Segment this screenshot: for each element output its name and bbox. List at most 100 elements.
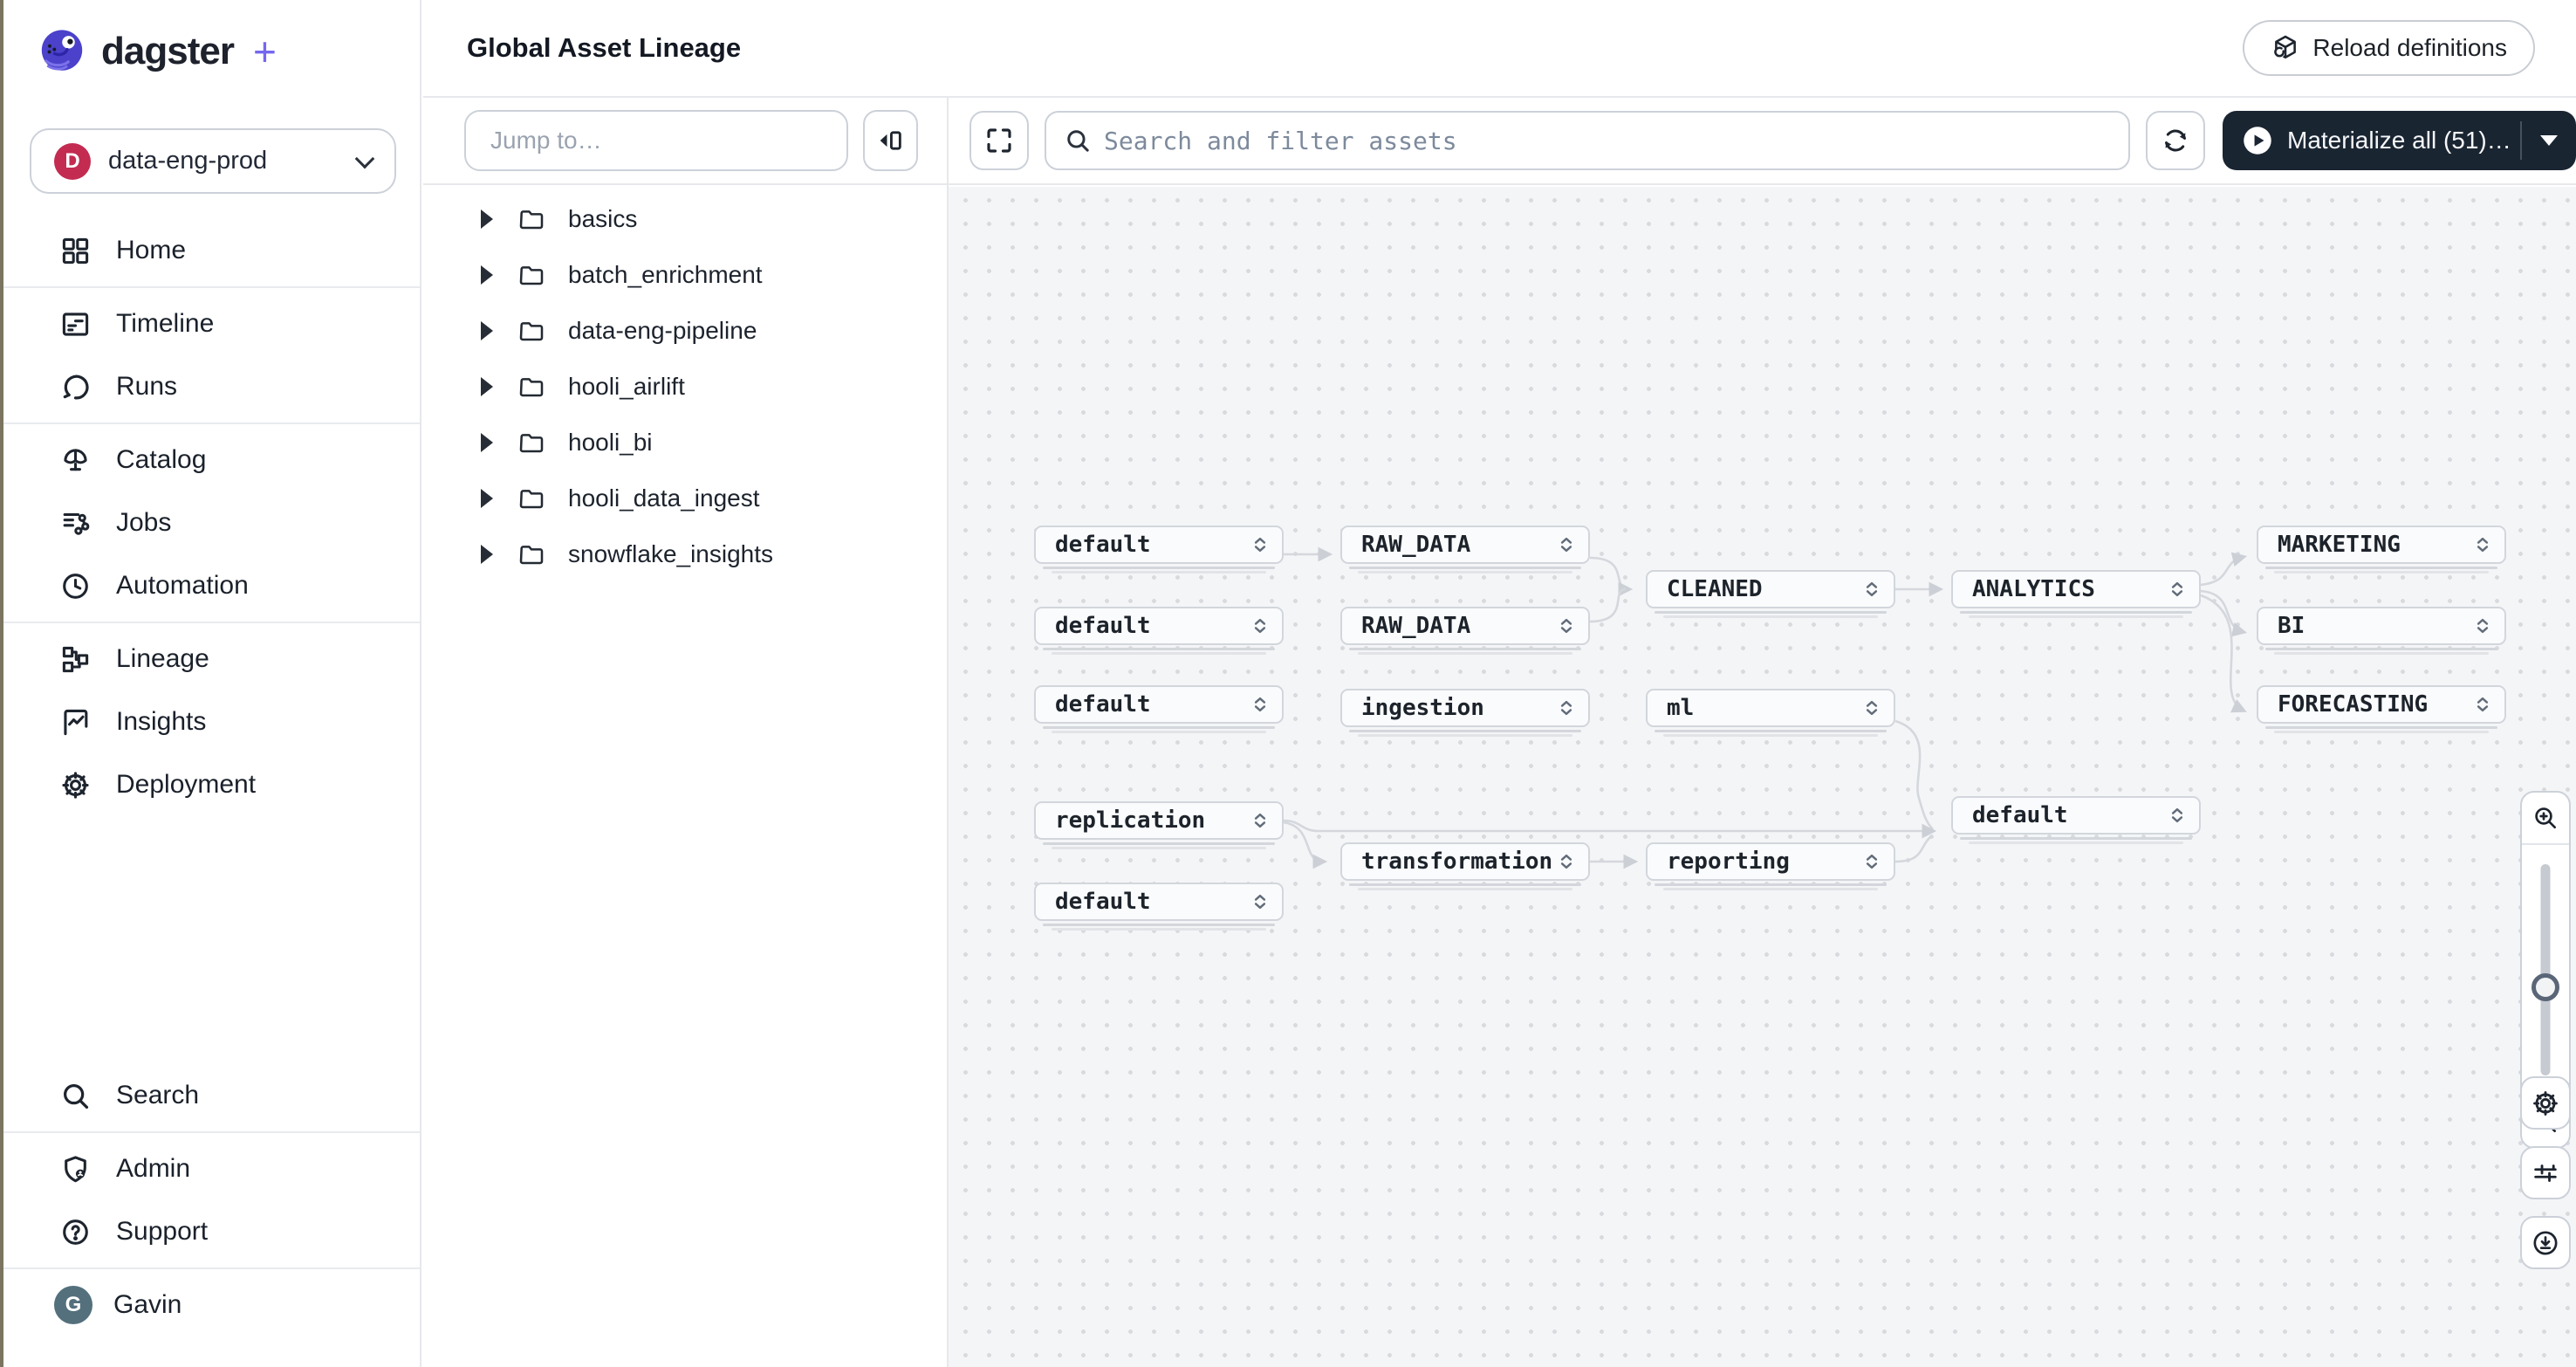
refresh-button[interactable] bbox=[2146, 111, 2205, 170]
asset-node-label: BI bbox=[2278, 613, 2305, 639]
unfold-icon[interactable] bbox=[1862, 850, 1881, 873]
gear-icon bbox=[2533, 1090, 2558, 1116]
unfold-icon[interactable] bbox=[1862, 578, 1881, 601]
unfold-icon[interactable] bbox=[1557, 697, 1576, 719]
asset-node-label: RAW_DATA bbox=[1361, 532, 1471, 558]
unfold-icon[interactable] bbox=[1250, 890, 1270, 913]
sidebar-item-jobs[interactable]: Jobs bbox=[0, 491, 420, 554]
asset-node-raw-data-1[interactable]: RAW_DATA bbox=[1340, 526, 1590, 574]
timeline-icon bbox=[62, 312, 89, 336]
asset-node-default-5[interactable]: default bbox=[1034, 883, 1284, 931]
sidebar-item-catalog[interactable]: Catalog bbox=[0, 429, 420, 491]
collapse-panel-button[interactable] bbox=[862, 110, 918, 171]
folder-label: data-eng-pipeline bbox=[568, 317, 757, 344]
asset-node-transformation[interactable]: transformation bbox=[1340, 842, 1590, 890]
asset-node-reporting[interactable]: reporting bbox=[1646, 842, 1895, 890]
asset-node-forecasting[interactable]: FORECASTING bbox=[2257, 685, 2506, 733]
materialize-options-button[interactable] bbox=[2520, 121, 2576, 160]
tree-item-data-eng-pipeline[interactable]: data-eng-pipeline bbox=[423, 303, 947, 359]
deployment-switcher[interactable]: D data-eng-prod bbox=[30, 128, 396, 194]
unfold-icon[interactable] bbox=[2168, 578, 2187, 601]
sidebar-item-admin[interactable]: Admin bbox=[0, 1137, 420, 1200]
unfold-icon[interactable] bbox=[2473, 533, 2492, 556]
sidebar-item-deployment[interactable]: Deployment bbox=[0, 753, 420, 816]
tree-item-hooli-bi[interactable]: hooli_bi bbox=[423, 415, 947, 471]
unfold-icon[interactable] bbox=[2168, 804, 2187, 827]
window-edge bbox=[0, 0, 3, 1367]
tree-item-hooli-airlift[interactable]: hooli_airlift bbox=[423, 359, 947, 415]
dagster-logo[interactable]: dagster + bbox=[37, 26, 277, 77]
shield-user-icon bbox=[65, 1155, 86, 1182]
caret-right-icon[interactable] bbox=[481, 321, 493, 340]
asset-node-default-3[interactable]: default bbox=[1034, 685, 1284, 733]
asset-node-bi[interactable]: BI bbox=[2257, 607, 2506, 655]
tree-item-hooli-data-ingest[interactable]: hooli_data_ingest bbox=[423, 471, 947, 526]
zoom-slider[interactable] bbox=[2522, 845, 2569, 1095]
fit-view-button[interactable] bbox=[969, 111, 1029, 170]
sidebar-item-automation[interactable]: Automation bbox=[0, 554, 420, 617]
divider bbox=[0, 1267, 420, 1269]
sidebar-item-lineage[interactable]: Lineage bbox=[0, 628, 420, 690]
unfold-icon[interactable] bbox=[1557, 850, 1576, 873]
sidebar-item-label: Runs bbox=[116, 372, 178, 401]
home-icon bbox=[62, 237, 89, 264]
asset-node-default-4[interactable]: default bbox=[1951, 796, 2201, 844]
sidebar-item-label: Support bbox=[116, 1217, 209, 1246]
asset-node-cleaned[interactable]: CLEANED bbox=[1646, 570, 1895, 618]
unfold-icon[interactable] bbox=[1250, 693, 1270, 716]
asset-search-box[interactable] bbox=[1045, 111, 2130, 170]
folder-label: batch_enrichment bbox=[568, 261, 763, 288]
unfold-icon[interactable] bbox=[1250, 809, 1270, 832]
caret-right-icon[interactable] bbox=[481, 265, 493, 285]
zoom-slider-track[interactable] bbox=[2540, 864, 2551, 1075]
download-button[interactable] bbox=[2520, 1216, 2571, 1269]
folder-icon bbox=[519, 434, 544, 453]
caret-right-icon[interactable] bbox=[481, 489, 493, 508]
unfold-icon[interactable] bbox=[1862, 697, 1881, 719]
unfold-icon[interactable] bbox=[1250, 533, 1270, 556]
materialize-all-button[interactable]: Materialize all (51)… bbox=[2223, 111, 2576, 170]
asset-node-default-1[interactable]: default bbox=[1034, 526, 1284, 574]
lineage-graph-canvas[interactable]: default RAW_DATA MARKETING CLEANED ANALY… bbox=[949, 187, 2576, 1367]
graph-settings-button[interactable] bbox=[2520, 1076, 2571, 1130]
asset-node-raw-data-2[interactable]: RAW_DATA bbox=[1340, 607, 1590, 655]
user-menu[interactable]: G Gavin bbox=[0, 1274, 420, 1336]
unfold-icon[interactable] bbox=[1557, 533, 1576, 556]
caret-right-icon[interactable] bbox=[481, 433, 493, 452]
plus-badge: + bbox=[252, 29, 277, 74]
asset-node-default-2[interactable]: default bbox=[1034, 607, 1284, 655]
jump-to-input[interactable] bbox=[464, 110, 848, 171]
reload-definitions-button[interactable]: Reload definitions bbox=[2243, 20, 2535, 76]
folder-icon bbox=[519, 266, 544, 285]
unfold-icon[interactable] bbox=[2473, 615, 2492, 637]
caret-right-icon[interactable] bbox=[481, 545, 493, 564]
folder-icon bbox=[519, 378, 544, 397]
sidebar-item-home[interactable]: Home bbox=[0, 219, 420, 282]
sidebar-item-runs[interactable]: Runs bbox=[0, 355, 420, 418]
caret-right-icon[interactable] bbox=[481, 210, 493, 229]
sidebar-item-insights[interactable]: Insights bbox=[0, 690, 420, 753]
unfold-icon[interactable] bbox=[1557, 615, 1576, 637]
unfold-icon[interactable] bbox=[2473, 693, 2492, 716]
reload-cube-icon bbox=[2274, 35, 2297, 59]
zoom-in-button[interactable] bbox=[2522, 793, 2569, 845]
filter-options-button[interactable] bbox=[2520, 1146, 2571, 1199]
asset-node-marketing[interactable]: MARKETING bbox=[2257, 526, 2506, 574]
sidebar-item-search[interactable]: Search bbox=[0, 1064, 420, 1127]
asset-search-input[interactable] bbox=[1104, 126, 2111, 155]
zoom-slider-handle[interactable] bbox=[2531, 973, 2559, 1002]
folder-label: snowflake_insights bbox=[568, 540, 774, 567]
unfold-icon[interactable] bbox=[1250, 615, 1270, 637]
tree-item-batch-enrichment[interactable]: batch_enrichment bbox=[423, 247, 947, 303]
caret-right-icon[interactable] bbox=[481, 377, 493, 396]
asset-node-analytics[interactable]: ANALYTICS bbox=[1951, 570, 2201, 618]
asset-node-replication[interactable]: replication bbox=[1034, 801, 1284, 849]
asset-node-ml[interactable]: ml bbox=[1646, 689, 1895, 737]
tree-item-snowflake-insights[interactable]: snowflake_insights bbox=[423, 526, 947, 582]
tree-item-basics[interactable]: basics bbox=[423, 191, 947, 247]
sidebar-item-support[interactable]: Support bbox=[0, 1200, 420, 1263]
sidebar-item-timeline[interactable]: Timeline bbox=[0, 292, 420, 355]
materialize-all-main[interactable]: Materialize all (51)… bbox=[2223, 125, 2520, 156]
asset-node-ingestion[interactable]: ingestion bbox=[1340, 689, 1590, 737]
asset-node-label: transformation bbox=[1361, 848, 1553, 875]
